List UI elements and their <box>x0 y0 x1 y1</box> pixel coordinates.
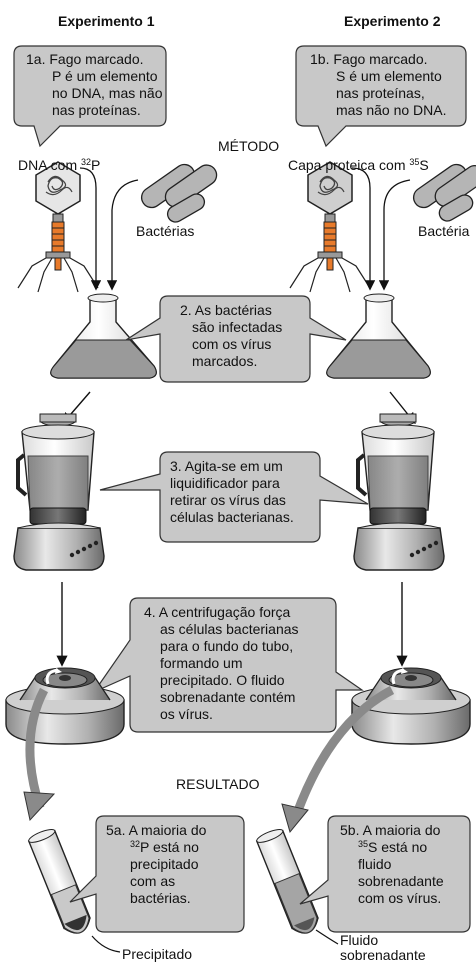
callout-5b-text: 5b. A maioria do 35S está no fluido sobr… <box>340 822 444 907</box>
callout-3-line-1: 3. Agita-se em um <box>170 458 283 474</box>
callout-4-line-5: precipitado. O fluido <box>160 672 285 688</box>
callout-5b <box>299 815 471 933</box>
label-dna-32p: DNA com 32P <box>18 157 100 174</box>
callout-3-line-4: células bacterianas. <box>170 509 294 525</box>
flask-1-icon <box>50 293 157 379</box>
callout-3 <box>99 451 369 543</box>
callout-1a-line-4: nas proteínas. <box>52 102 141 118</box>
label-bacterias-1: Bactérias <box>136 223 195 239</box>
callout-5b-line-3: fluido <box>358 856 392 872</box>
callout-1a-text: 1a. Fago marcado. P é um elemento no DNA… <box>26 51 163 119</box>
flask-2-icon <box>326 293 431 379</box>
callout-5b-line-2: 35S está no <box>340 839 444 856</box>
label-capa-text: Capa proteica com <box>288 157 410 173</box>
callout-1b-line-4: mas não no DNA. <box>336 102 447 118</box>
callout-5a-text: 5a. A maioria do 32P está no precipitado… <box>106 822 206 907</box>
label-capa-element: S <box>419 157 429 173</box>
callout-3-text: 3. Agita-se em um liquidificador para re… <box>170 458 294 526</box>
callout-1a-line-1: 1a. Fago marcado. <box>26 51 144 67</box>
callout-2 <box>125 295 347 383</box>
callout-4-line-7: os vírus. <box>160 706 213 722</box>
callout-4 <box>92 597 364 733</box>
label-capa-sup: 35 <box>409 157 420 167</box>
arrow-to-tube-2 <box>281 686 395 834</box>
callout-3-line-3: retirar os vírus das <box>170 492 286 508</box>
callout-1b-line-2: S é um elemento <box>336 68 442 84</box>
label-bacterias-2: Bactéria <box>418 223 470 239</box>
callout-1a <box>13 45 167 148</box>
label-metodo: MÉTODO <box>218 138 280 154</box>
label-dna-sup: 32 <box>81 157 92 167</box>
callout-4-line-6: sobrenadante contém <box>160 689 296 705</box>
callout-1a-line-3: no DNA, mas não <box>52 85 163 101</box>
header-experimento-1: Experimento 1 <box>58 13 155 29</box>
callout-2-line-4: marcados. <box>192 353 258 369</box>
callout-2-line-3: com os vírus <box>192 336 272 352</box>
callout-5a-line-4: com as <box>130 873 176 889</box>
callout-5a-line-3: precipitado <box>130 856 199 872</box>
callout-4-line-4: formando um <box>160 655 243 671</box>
callout-4-text: 4. A centrifugação força as células bact… <box>144 604 299 723</box>
connector-arrows-top <box>79 167 411 291</box>
label-leaders <box>91 929 339 953</box>
callout-2-line-2: são infectadas <box>192 319 283 335</box>
label-precipitado: Precipitado <box>122 946 193 962</box>
callout-3-line-2: liquidificador para <box>170 475 280 491</box>
label-sobrenadante: sobrenadante <box>340 947 426 963</box>
phage-1-icon <box>17 161 99 293</box>
callout-4-line-3: para o fundo do tubo, <box>160 638 294 654</box>
label-resultado: RESULTADO <box>176 776 260 792</box>
label-fluido: Fluido <box>340 932 379 948</box>
callout-5a-line-5: bactérias. <box>130 890 191 906</box>
callout-1b-line-1: 1b. Fago marcado. <box>310 51 428 67</box>
callout-5b-line-4: sobrenadante <box>358 873 444 889</box>
callout-5a-sup: 32 <box>130 839 141 849</box>
callout-5b-line-1: 5b. A maioria do <box>340 822 441 838</box>
arrows-to-blenders <box>62 391 416 425</box>
callout-5a-line-1: 5a. A maioria do <box>106 822 207 838</box>
blender-1-icon <box>13 413 105 571</box>
bacteria-1-icon <box>140 163 218 223</box>
callout-5b-sup: 35 <box>358 839 369 849</box>
callout-4-line-1: 4. A centrifugação força <box>144 604 291 620</box>
phage-2-icon <box>289 161 371 293</box>
callout-5b-element: S está no <box>368 839 428 855</box>
label-dna-text: DNA com <box>18 157 82 173</box>
callout-5a-line-2: 32P está no <box>106 839 206 856</box>
callout-5a <box>69 815 245 933</box>
header-experimento-2: Experimento 2 <box>344 13 441 29</box>
bacteria-2-icon <box>412 163 476 222</box>
callout-1b-line-3: nas proteínas, <box>336 85 425 101</box>
label-capa-35s: Capa proteica com 35S <box>288 157 429 174</box>
callout-5b-line-5: com os vírus. <box>358 890 442 906</box>
arrow-to-tube-1 <box>23 687 56 822</box>
callout-5a-element: P está no <box>140 839 199 855</box>
arrows-to-centrifuges <box>56 582 408 667</box>
blender-2-icon <box>353 413 445 571</box>
callout-1a-line-2: P é um elemento <box>52 68 158 84</box>
callout-4-line-2: as células bacterianas <box>160 621 299 637</box>
tube-2-icon <box>255 829 319 934</box>
label-dna-element: P <box>91 157 101 173</box>
callout-2-line-1: 2. As bactérias <box>180 302 272 318</box>
callout-1b <box>295 45 467 148</box>
callout-2-text: 2. As bactérias são infectadas com os ví… <box>180 302 282 370</box>
callout-1b-text: 1b. Fago marcado. S é um elemento nas pr… <box>310 51 447 119</box>
tube-1-icon <box>27 829 91 934</box>
